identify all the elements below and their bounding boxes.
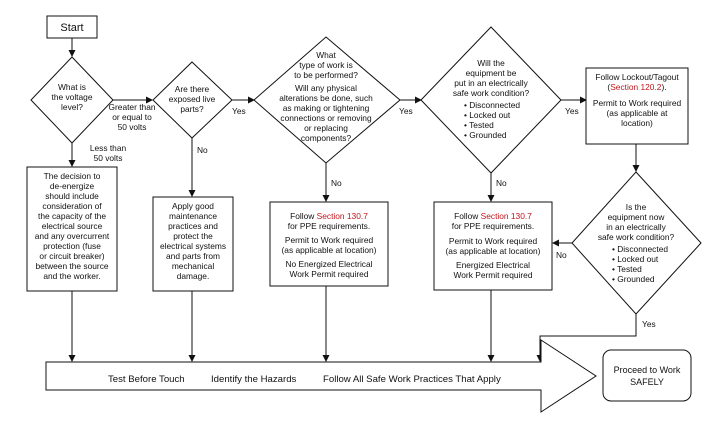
safe-condition-text: Will the [477,58,505,68]
now-safe-decision [571,171,702,315]
maintenance-text: maintenance [169,211,217,221]
exposed-question-line: Are there [175,84,210,94]
work-type-no-label: No [331,178,342,188]
work-type-text: connections or removing [280,113,372,123]
proceed-box [602,349,692,402]
maintenance-text: practices and [168,221,218,231]
start-label: Start [60,22,83,34]
work-type-text: Will any physical [295,83,357,93]
maintenance-text: mechanical [172,261,215,271]
now-safe-text: safe work condition? [598,232,675,242]
work-type-text: as making or tightening [283,103,370,113]
de-energize-text: electrical source [42,221,103,231]
now-safe-no-label: No [556,250,567,260]
permit-text: Permit to Work required [449,236,538,246]
de-energize-text: and any overcurrent [35,231,110,241]
condition-item: • Grounded [464,130,507,140]
de-energize-text: consideration of [42,201,102,211]
ppe-text: for PPE requirements. [288,221,370,231]
permit-text: location) [621,118,653,128]
work-type-yes-label: Yes [399,106,413,116]
condition-item: • Locked out [612,254,659,264]
ppe-text: for PPE requirements. [452,221,534,231]
lockout-box [585,67,689,145]
lockout-text: Follow Lockout/Tagout [595,72,679,82]
permit-text: Permit to Work required [593,98,682,108]
now-safe-text: equipment now [608,212,666,222]
energized-permit-text: Work Permit required [454,270,533,280]
less-than-label: 50 volts [94,153,123,163]
safe-condition-text: equipment be [466,68,517,78]
lockout-section-line: (Section 120.2). [607,82,666,92]
condition-item: • Disconnected [464,100,520,110]
maintenance-box [152,196,234,292]
energized-permit-text: Energized Electrical [456,260,530,270]
identify-hazards-label: Identify the Hazards [211,374,297,385]
work-type-text: type of work is [299,60,353,70]
greater-than-label: Greater than [108,102,155,112]
energized-permit-text: Work Permit required [290,269,369,279]
proceed-text: SAFELY [630,377,664,387]
condition-item: • Disconnected [612,244,668,254]
exposed-question-line: parts? [180,104,204,114]
permit-text: (as applicable at [607,108,669,118]
exposed-question-line: exposed live [169,94,216,104]
safe-condition-text: safe work condition? [453,88,530,98]
section-120-2-link[interactable]: Section 120.2 [610,82,662,92]
ppe-box-no-permit [269,201,389,287]
work-type-text: What [316,50,336,60]
permit-text: (as applicable at location) [446,246,541,256]
permit-text: (as applicable at location) [282,245,377,255]
voltage-question-line: the voltage [52,92,93,102]
maintenance-text: Apply good [172,201,214,211]
safe-condition-yes-label: Yes [565,106,579,116]
maintenance-text: damage. [177,271,210,281]
maintenance-text: protect the [173,231,213,241]
exposed-yes-label: Yes [232,106,246,116]
test-before-touch-label: Test Before Touch [108,374,185,385]
less-than-label: Less than [90,143,127,153]
work-type-text: alterations be done, such [279,93,373,103]
maintenance-text: electrical systems [160,241,226,251]
now-safe-text: Is the [626,202,647,212]
de-energize-text: The decision to [44,171,101,181]
now-safe-yes-label: Yes [642,319,656,329]
safe-condition-no-label: No [496,178,507,188]
exposed-no-label: No [197,145,208,155]
de-energize-text: and the worker. [43,271,100,281]
section-130-7-link[interactable]: Section 130.7 [317,211,369,221]
de-energize-text: between the source [35,261,108,271]
condition-item: • Locked out [464,110,511,120]
safe-practices-arrow [45,339,597,413]
safe-work-practices-label: Follow All Safe Work Practices That Appl… [323,374,501,385]
maintenance-text: and parts from [166,251,220,261]
safe-condition-text: put in an electrically [454,78,528,88]
permit-text: Permit to Work required [285,235,374,245]
ppe-box-energized-permit [433,201,553,291]
condition-item: • Tested [612,264,642,274]
greater-than-label: 50 volts [118,122,147,132]
de-energize-text: the capacity of the [38,211,106,221]
now-safe-text: in an electrically [606,222,666,232]
de-energize-box [26,166,118,292]
voltage-question-line: level? [61,102,83,112]
condition-item: • Grounded [612,274,655,284]
follow-section-line: Follow Section 130.7 [454,211,532,221]
de-energize-text: protection (fuse [43,241,101,251]
energized-permit-text: No Energized Electrical [285,259,372,269]
work-type-text: components? [301,133,352,143]
work-type-text: or replacing [304,123,348,133]
follow-section-line: Follow Section 130.7 [290,211,368,221]
proceed-text: Proceed to Work [614,365,681,375]
condition-item: • Tested [464,120,494,130]
de-energize-text: de-energize [50,181,95,191]
greater-than-label: or equal to [112,112,152,122]
work-type-text: to be performed? [294,70,358,80]
de-energize-text: or circuit breaker) [39,251,104,261]
voltage-question-line: What is [58,82,86,92]
de-energize-text: should include [45,191,99,201]
section-130-7-link[interactable]: Section 130.7 [481,211,533,221]
